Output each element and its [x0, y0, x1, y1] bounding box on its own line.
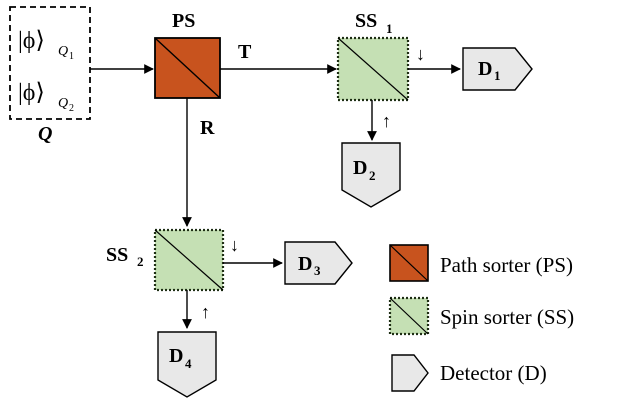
detector-2-sub: 2	[369, 168, 376, 183]
state-2-sub: Q	[58, 96, 68, 111]
legend-detector: Detector (D)	[391, 354, 547, 392]
detector-4-label: D	[169, 345, 183, 367]
legend-path-sorter-text: Path sorter (PS)	[440, 253, 573, 277]
source-label: Q	[38, 123, 52, 145]
detector-1-label: D	[478, 58, 492, 80]
ss2-spin-right: ↓	[230, 235, 239, 255]
ss1-label: SS	[355, 10, 377, 32]
path-sorter	[154, 37, 221, 99]
ss2-label: SS	[106, 244, 128, 266]
state-1-sub: Q	[58, 44, 68, 59]
detector-1: D 1	[462, 47, 533, 91]
detector-4-sub: 4	[185, 356, 192, 371]
source-state-2: |ϕ⟩ Q 2	[18, 80, 74, 114]
path-sorter-label: PS	[172, 10, 195, 32]
source-box	[9, 6, 91, 120]
legend-detector-text: Detector (D)	[440, 361, 547, 385]
ss2-sub: 2	[137, 254, 144, 269]
transmitted-label: T	[238, 41, 252, 63]
detector-3-label: D	[298, 253, 312, 275]
state-2-subsub: 2	[69, 103, 74, 114]
ss1-spin-right: ↓	[416, 44, 425, 64]
state-1-subsub: 1	[69, 51, 74, 62]
ss1-spin-down: ↑	[382, 111, 391, 131]
state-1-ket: |ϕ⟩	[18, 28, 45, 54]
detector-3-sub: 3	[314, 263, 321, 278]
detector-2-label: D	[353, 157, 367, 179]
ss2-spin-down: ↑	[201, 302, 210, 322]
state-2-ket: |ϕ⟩	[18, 80, 45, 106]
detector-2: D 2	[341, 142, 401, 208]
detector-4: D 4	[157, 331, 217, 398]
detector-3: D 3	[284, 241, 353, 285]
reflected-label: R	[200, 117, 215, 139]
source-state-1: |ϕ⟩ Q 1	[18, 28, 74, 62]
legend-path-sorter: Path sorter (PS)	[389, 244, 573, 282]
spin-sorter-2	[153, 228, 225, 292]
legend-spin-sorter: Spin sorter (SS)	[388, 296, 574, 336]
legend: Path sorter (PS) Spin sorter (SS) Detect…	[388, 244, 574, 392]
spin-sorter-1	[336, 36, 410, 102]
detector-1-sub: 1	[494, 68, 501, 83]
ss1-sub: 1	[386, 21, 393, 36]
legend-spin-sorter-text: Spin sorter (SS)	[440, 305, 574, 329]
legend-detector-swatch	[391, 354, 429, 392]
